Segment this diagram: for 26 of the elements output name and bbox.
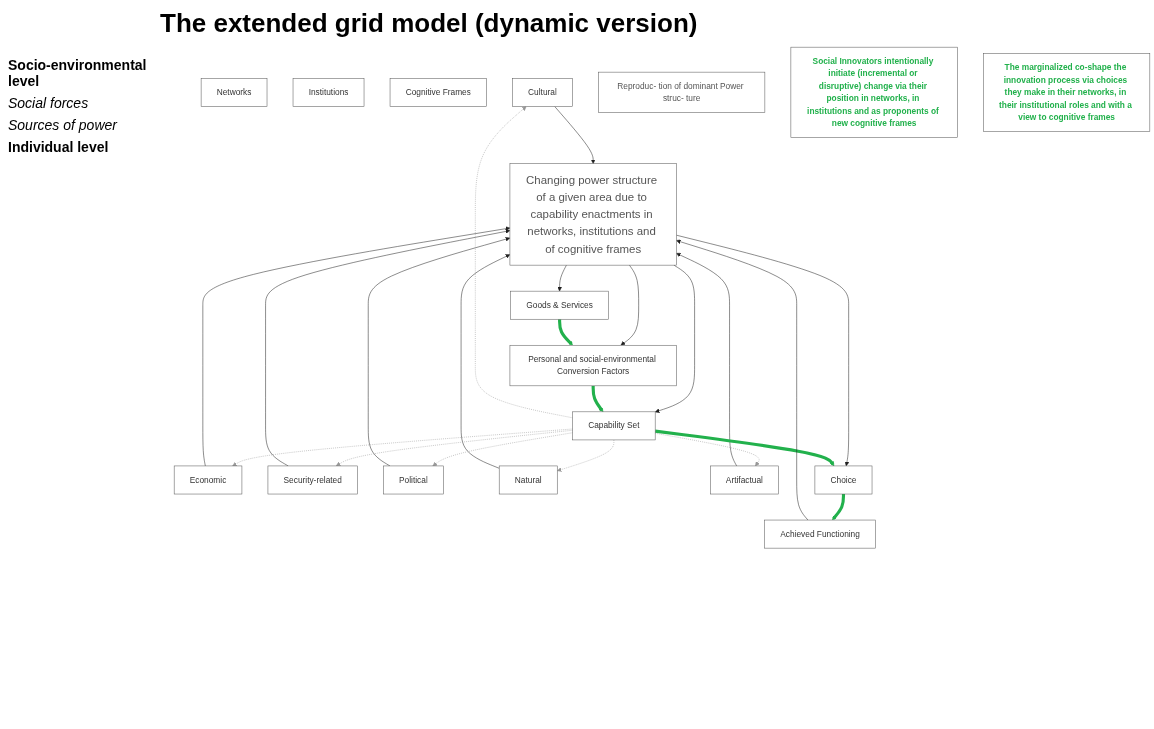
node-box: Institutions xyxy=(292,78,365,107)
node-box: Cognitive Frames xyxy=(389,78,487,107)
node-box: Changing power structure of a given area due to capability enactments in networks, institutions and of cognitive frames xyxy=(509,163,677,266)
node-box: Cultural xyxy=(512,78,573,107)
node-box: Choice xyxy=(814,465,873,495)
node-box: Artifactual xyxy=(710,465,779,495)
arrow xyxy=(558,319,573,346)
node-box: Achieved Functioning xyxy=(764,519,876,549)
node-box: Social Innovators intentionally initiate (incremental or disruptive) change via their position in networks, in institutions and as proponents of new cognitive frames xyxy=(790,46,958,138)
level-label: Individual level xyxy=(8,139,110,155)
node-box: The marginalized co-shape the innovation process via choices they make in their networks, in their institutional roles and with a view to cognitive frames xyxy=(983,53,1151,132)
axis-note: Sources of power xyxy=(8,117,119,133)
axis-note: Social forces xyxy=(8,95,90,111)
node-box: Natural xyxy=(498,465,558,495)
node-box: Reproduc- tion of dominant Power struc- ture xyxy=(598,71,766,113)
title: The extended grid model (dynamic version) xyxy=(160,8,699,39)
node-box: Economic xyxy=(173,465,243,495)
arrow xyxy=(591,385,604,413)
node-box: Security-related xyxy=(267,465,358,495)
node-box: Personal and social-environmental Conversion Factors xyxy=(509,345,677,387)
arrow xyxy=(832,494,846,521)
node-box: Capability Set xyxy=(572,411,656,441)
node-box: Networks xyxy=(200,78,268,107)
node-box: Goods & Services xyxy=(510,290,609,320)
node-box: Political xyxy=(383,465,444,495)
level-label: Socio-environmental level xyxy=(8,57,148,89)
